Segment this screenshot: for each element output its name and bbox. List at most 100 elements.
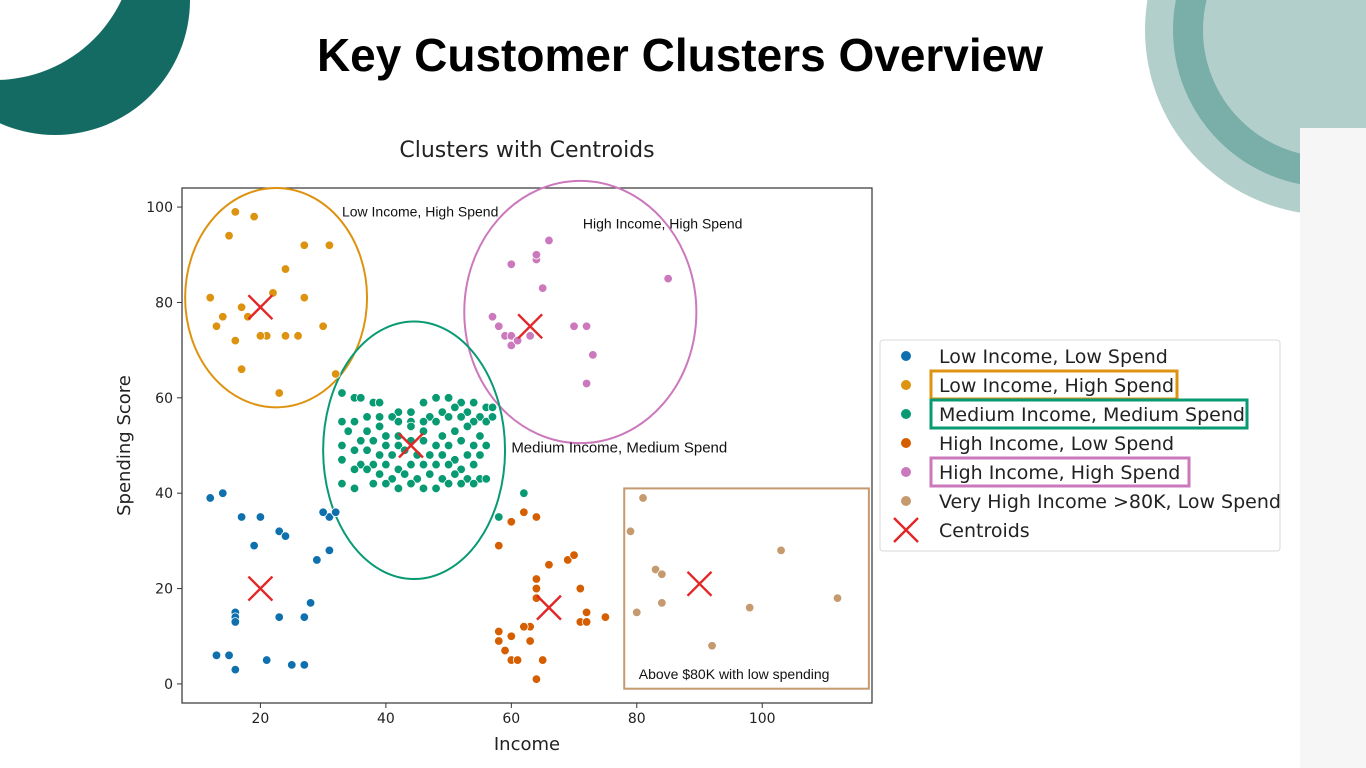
data-point	[393, 416, 404, 427]
legend-label: Very High Income >80K, Low Spend	[939, 491, 1281, 513]
data-point	[425, 450, 435, 460]
data-point	[487, 312, 498, 322]
data-point	[475, 412, 485, 422]
y-tick-label: 0	[164, 677, 173, 693]
data-point	[418, 397, 429, 408]
data-point	[255, 331, 266, 341]
data-point	[575, 583, 586, 594]
legend-label: Low Income, Low Spend	[939, 346, 1168, 368]
data-point	[657, 598, 667, 608]
data-point	[324, 240, 335, 250]
data-point	[832, 593, 843, 603]
data-point	[506, 631, 517, 641]
data-point	[362, 412, 372, 422]
data-point	[368, 459, 379, 470]
data-point	[280, 531, 291, 541]
data-point	[224, 230, 234, 241]
data-point	[287, 660, 297, 670]
data-point	[443, 459, 454, 470]
data-point	[468, 416, 479, 427]
data-point	[356, 436, 366, 446]
data-point	[638, 493, 648, 503]
x-tick-label: 80	[628, 711, 646, 727]
data-point	[456, 478, 466, 489]
data-point	[274, 526, 284, 537]
data-point	[374, 469, 385, 479]
centroid-marker	[536, 594, 562, 621]
data-point	[431, 416, 441, 427]
data-point	[531, 583, 542, 594]
y-tick-label: 100	[146, 200, 173, 216]
data-point	[330, 369, 341, 379]
data-point	[362, 464, 372, 475]
data-point	[744, 602, 755, 613]
data-point	[494, 626, 504, 637]
right-background-panel	[1300, 128, 1366, 768]
data-point	[381, 459, 391, 470]
data-point	[544, 235, 554, 246]
legend-marker	[901, 409, 911, 419]
data-point	[425, 469, 435, 479]
data-point	[412, 474, 422, 484]
annotation-label: Medium Income, Medium Spend	[511, 440, 727, 457]
data-point	[456, 436, 466, 446]
data-point	[581, 321, 592, 331]
cluster-ellipse	[463, 179, 698, 445]
data-point	[443, 412, 454, 422]
data-point	[418, 426, 429, 436]
data-point	[563, 555, 573, 565]
data-point	[450, 402, 460, 413]
top-left-inner-cutout	[0, 0, 122, 80]
data-point	[431, 483, 441, 494]
legend-label: High Income, High Spend	[939, 462, 1180, 484]
data-point	[707, 641, 717, 651]
data-point	[249, 540, 259, 551]
data-point	[224, 650, 234, 661]
data-point	[406, 478, 416, 489]
data-point	[468, 440, 479, 451]
plot-area	[181, 187, 873, 704]
data-point	[236, 512, 247, 522]
legend-marker	[901, 467, 911, 477]
data-point	[337, 455, 347, 465]
data-point	[431, 393, 441, 403]
data-point	[211, 650, 222, 661]
data-point	[274, 388, 284, 398]
data-point	[387, 412, 397, 422]
data-point	[431, 459, 441, 470]
data-point	[349, 464, 360, 475]
data-point	[544, 560, 554, 570]
data-point	[393, 483, 404, 494]
data-point	[450, 426, 460, 436]
data-point	[230, 664, 241, 675]
legend-box	[879, 339, 1281, 552]
data-point	[431, 440, 441, 451]
data-point	[356, 459, 366, 470]
data-point	[374, 450, 385, 460]
y-axis-label: Spending Score	[114, 375, 135, 516]
legend-label: High Income, Low Spend	[939, 433, 1174, 455]
data-point	[494, 321, 504, 331]
data-point	[625, 526, 636, 537]
x-tick-label: 60	[502, 711, 520, 727]
data-point	[249, 211, 259, 222]
data-point	[280, 331, 291, 341]
data-point	[531, 574, 542, 584]
data-point	[519, 488, 529, 498]
data-point	[268, 288, 278, 298]
legend-marker	[901, 380, 911, 390]
legend-highlight-box	[929, 398, 1249, 430]
annotation-label: Low Income, High Spend	[342, 204, 498, 220]
data-point	[349, 445, 360, 455]
data-point	[324, 512, 335, 522]
data-point	[236, 302, 247, 312]
data-point	[274, 612, 284, 622]
data-point	[318, 507, 328, 517]
data-point	[381, 431, 391, 441]
y-tick-label: 20	[155, 582, 173, 598]
data-point	[450, 455, 460, 465]
data-point	[494, 636, 504, 646]
data-point	[506, 331, 517, 341]
data-point	[337, 388, 347, 398]
